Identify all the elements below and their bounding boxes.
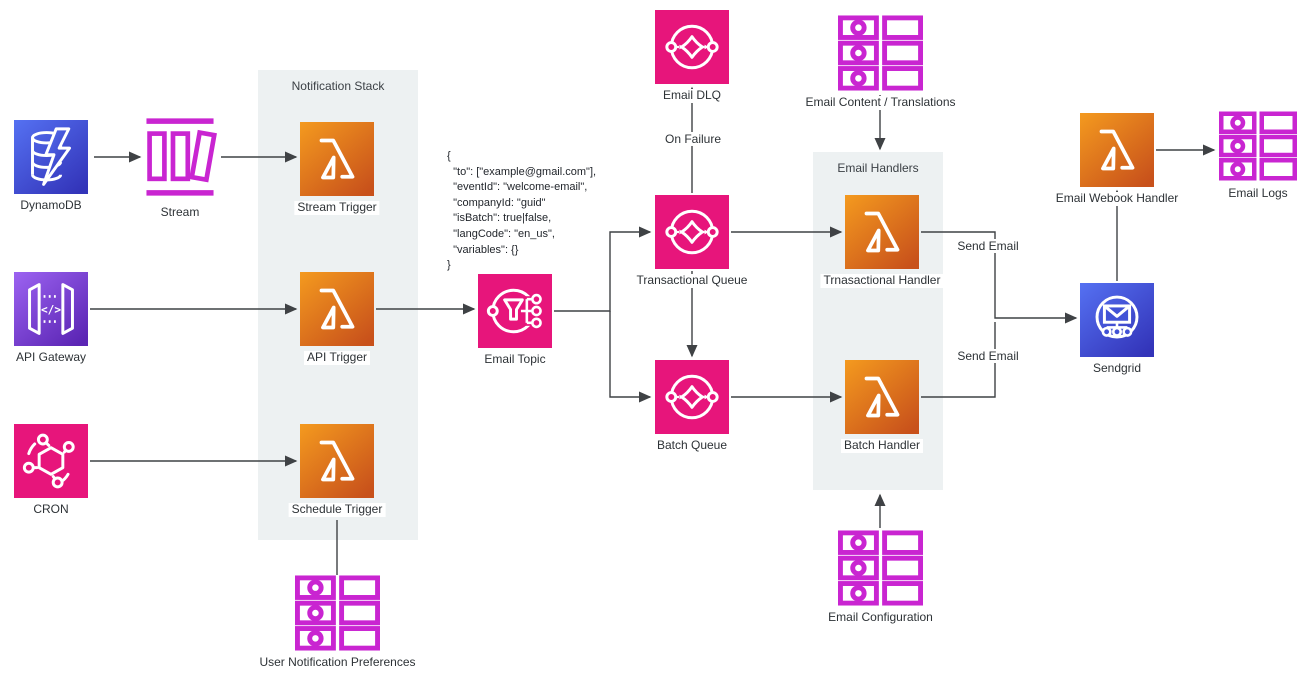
node-label: Email DLQ — [659, 88, 725, 103]
node-label: Email Content / Translations — [802, 95, 959, 110]
node-label: Schedule Trigger — [288, 502, 386, 517]
dynamodb-stream-icon — [141, 113, 219, 201]
node-user-notification-preferences: User Notification Preferences — [256, 575, 419, 670]
node-label: Email Logs — [1225, 186, 1291, 201]
node-stream: Stream — [141, 113, 219, 220]
node-label: Transactional Queue — [633, 273, 751, 288]
sqs-queue-icon — [655, 10, 729, 84]
notification-stack-label: Notification Stack — [291, 79, 385, 93]
edge-batch-handler-to-sendgrid — [921, 322, 996, 398]
node-transactional-handler: Trnasactional Handler — [820, 195, 944, 288]
node-transactional-queue: Transactional Queue — [633, 195, 751, 288]
node-label: Email Topic — [481, 352, 549, 367]
lambda-icon — [300, 424, 374, 498]
node-sendgrid: Sendgrid — [1080, 283, 1154, 376]
node-label: Sendgrid — [1089, 361, 1145, 376]
lambda-icon — [300, 272, 374, 346]
node-stream-trigger: Stream Trigger — [294, 122, 380, 215]
node-api-gateway: API Gateway — [12, 272, 90, 365]
node-label: Email Webook Handler — [1052, 191, 1182, 206]
node-email-topic: Email Topic — [478, 274, 552, 367]
sqs-queue-icon — [655, 195, 729, 269]
payload-annotation: { "to": ["example@gmail.com"], "eventId"… — [447, 150, 597, 272]
dynamodb-icon — [14, 120, 88, 194]
node-email-dlq: Email DLQ — [655, 10, 729, 103]
edge-label-send-email-top: Send Email — [955, 239, 1021, 253]
sqs-queue-icon — [655, 360, 729, 434]
node-label: Stream — [157, 205, 203, 220]
table-icon — [838, 530, 923, 606]
edge-transactional-handler-to-sendgrid — [921, 231, 1078, 324]
node-label: CRON — [30, 502, 72, 517]
node-label: API Gateway — [12, 350, 90, 365]
node-label: User Notification Preferences — [256, 655, 419, 670]
table-icon — [838, 15, 923, 91]
lambda-icon — [845, 360, 919, 434]
api-gateway-icon — [14, 272, 88, 346]
node-dynamodb: DynamoDB — [14, 120, 88, 213]
node-label: Email Configuration — [825, 610, 936, 625]
node-email-webhook-handler: Email Webook Handler — [1052, 113, 1182, 206]
edge-topic-to-batch-queue — [609, 311, 652, 403]
lambda-icon — [300, 122, 374, 196]
node-label: Stream Trigger — [294, 200, 380, 215]
lambda-icon — [845, 195, 919, 269]
node-schedule-trigger: Schedule Trigger — [288, 424, 386, 517]
node-email-content-translations: Email Content / Translations — [802, 15, 959, 110]
lambda-icon — [1080, 113, 1154, 187]
edge-label-on-failure: On Failure — [662, 132, 724, 146]
node-label: DynamoDB — [17, 198, 85, 213]
table-icon — [295, 575, 380, 651]
node-cron: CRON — [14, 424, 88, 517]
node-label: Batch Queue — [653, 438, 731, 453]
node-label: API Trigger — [303, 350, 371, 365]
node-label: Batch Handler — [840, 438, 924, 453]
node-api-trigger: API Trigger — [300, 272, 374, 365]
table-icon — [1219, 110, 1297, 182]
node-batch-handler: Batch Handler — [840, 360, 924, 453]
cron-icon — [14, 424, 88, 498]
sns-topic-icon — [478, 274, 552, 348]
node-batch-queue: Batch Queue — [653, 360, 731, 453]
node-email-configuration: Email Configuration — [825, 530, 936, 625]
email-service-icon — [1080, 283, 1154, 357]
node-email-logs: Email Logs — [1219, 110, 1297, 201]
node-label: Trnasactional Handler — [820, 273, 944, 288]
email-handlers-label: Email Handlers — [837, 161, 919, 175]
edge-topic-to-transactional-queue — [554, 226, 652, 312]
edge-label-send-email-bottom: Send Email — [955, 349, 1021, 363]
